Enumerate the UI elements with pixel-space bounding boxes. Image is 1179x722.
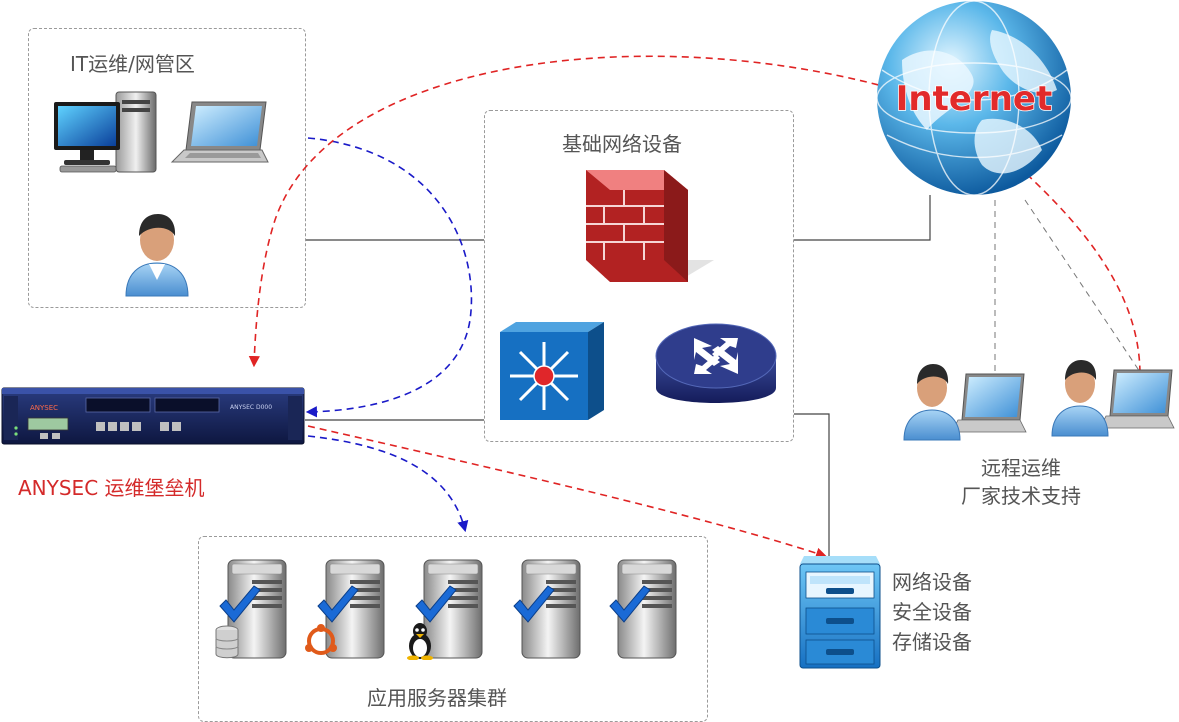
link-router-storage (794, 413, 830, 556)
remote-user-2-icon (1051, 360, 1175, 437)
server-4-icon (508, 556, 584, 662)
server-5-icon (604, 556, 680, 662)
red-arrow-bastion-to-storage (307, 425, 828, 559)
security-devices-label: 安全设备 (892, 600, 972, 624)
bastion-device-brand: ANYSEC (30, 404, 58, 412)
database-badge-icon (215, 625, 239, 659)
operator-user-icon (125, 214, 189, 297)
router-icon (655, 323, 777, 403)
bastion-host-device-icon: ANYSEC ANYSEC D000 (1, 387, 305, 445)
link-base-internet (794, 195, 931, 241)
blue-arrow-bastion-to-servers (307, 435, 469, 533)
remote-ops-label: 远程运维 (981, 456, 1061, 480)
network-devices-label: 网络设备 (892, 570, 972, 594)
base-network-zone-title: 基础网络设备 (562, 132, 682, 156)
internet-globe-icon: Internet (876, 0, 1072, 196)
link-internet-remote2 (1024, 199, 1141, 373)
ubuntu-badge-icon (305, 624, 337, 655)
it-ops-zone-title: IT运维/网管区 (70, 52, 195, 76)
base-network-zone (484, 110, 794, 442)
file-cabinet-icon (799, 556, 881, 669)
bastion-label: ANYSEC 运维堡垒机 (18, 476, 205, 500)
firewall-icon (586, 170, 714, 282)
desktop-computer-icon (54, 91, 157, 173)
storage-devices-label: 存储设备 (892, 630, 972, 654)
server-cluster-zone-title: 应用服务器集群 (367, 686, 507, 710)
red-arrow-internet-to-bastion (248, 55, 891, 368)
core-switch-icon (500, 322, 604, 420)
remote-user-1-icon (903, 364, 1027, 441)
internet-label: Internet (896, 79, 1052, 119)
bastion-device-model: ANYSEC D000 (230, 404, 272, 411)
vendor-support-label: 厂家技术支持 (961, 484, 1081, 508)
linux-penguin-badge-icon (407, 623, 433, 660)
blue-arrow-itops-to-bastion (305, 137, 473, 418)
laptop-icon (170, 101, 269, 163)
